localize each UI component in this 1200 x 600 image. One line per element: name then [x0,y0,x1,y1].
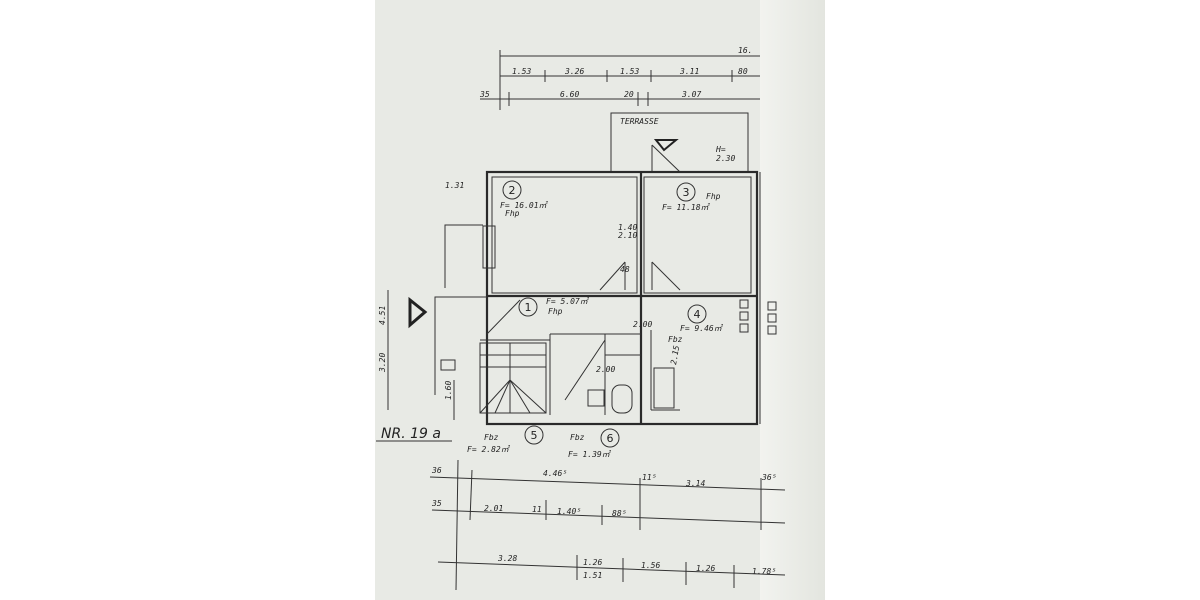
room-3: 3 Fhp F= 11.18㎡ [662,182,721,212]
svg-text:3: 3 [683,186,690,199]
top-dim: 3.07 [681,90,701,99]
bottom-dim: 36 [431,466,442,475]
door-note: 2.00 [596,365,615,374]
svg-text:6: 6 [607,432,614,445]
svg-text:F= 9.46㎡: F= 9.46㎡ [680,324,724,333]
building-label: NR. 19 a [381,426,441,442]
room-2: 2 F= 16.01㎡ Fhp [500,180,549,218]
side-dim: 3.20 [378,353,387,373]
north-arrow-icon [408,296,428,329]
door-note: 1.40 [618,223,637,232]
top-dim: 20 [624,90,634,99]
svg-text:Fhp: Fhp [548,307,563,316]
plan-paper [375,0,825,600]
bottom-dim: 1.26 [696,564,715,573]
top-dim: 3.11 [679,67,699,76]
svg-text:F= 1.39㎡: F= 1.39㎡ [568,450,612,459]
top-dim: 1.53 [512,67,531,76]
room-6: 6 Fbz F= 1.39㎡ [568,428,620,459]
paper-edge [760,0,825,600]
side-dim: 4.51 [378,306,387,325]
svg-text:Fhp: Fhp [505,209,520,218]
bottom-dim: 1.26 [583,558,602,567]
door-note: 2.15 [669,345,681,366]
svg-text:2: 2 [509,184,516,197]
door-note: 48 [620,265,630,274]
svg-text:F= 16.01㎡: F= 16.01㎡ [500,201,549,210]
top-dim: 1.53 [620,67,639,76]
bottom-dim: 11⁵ [642,473,657,482]
bottom-dim: 1.51 [583,571,602,580]
bottom-dim: 35 [431,499,442,508]
svg-text:F= 5.07㎡: F= 5.07㎡ [546,297,590,306]
top-total-dim: 16. [738,46,752,55]
entrance-step [440,359,456,371]
bottom-dim: 1.78⁵ [752,567,776,576]
room-1: 1 F= 5.07㎡ Fhp [518,297,590,317]
terrace-height-value: 2.30 [716,154,735,163]
svg-text:F= 11.18㎡: F= 11.18㎡ [662,203,711,212]
top-dimension-lines [480,50,760,110]
svg-text:Fbz: Fbz [668,335,683,344]
bottom-dim: 11 [532,505,542,514]
terrace-label: TERRASSE [620,117,659,126]
top-dim: 3.26 [564,67,584,76]
bottom-dim: 36⁵ [761,473,777,482]
bottom-dim: 3.14 [685,479,705,488]
walls [434,170,777,426]
bottom-dim: 88⁵ [612,509,627,518]
door-note: 2.10 [618,231,637,240]
top-dim: 6.60 [560,90,579,99]
svg-text:5: 5 [531,429,538,442]
side-dim: 1.31 [445,181,464,190]
svg-text:Fhp: Fhp [706,192,721,201]
bottom-dimension-lines [429,459,786,591]
terrace-height-label: H= [715,145,726,154]
bottom-dim: 3.28 [497,554,517,563]
svg-text:Fbz: Fbz [570,433,585,442]
door-note: 2.00 [633,320,652,329]
bottom-dim: 4.46⁵ [543,469,567,478]
top-dim: 80 [738,67,748,76]
svg-text:4: 4 [694,308,701,321]
svg-text:Fbz: Fbz [484,433,499,442]
bottom-dim: 1.40⁵ [557,507,581,516]
staircase [479,342,547,414]
terrace [610,112,749,173]
svg-text:1: 1 [525,301,532,314]
bottom-dim: 1.56 [641,561,660,570]
room-4: 4 F= 9.46㎡ Fbz [668,304,724,344]
room-5: 5 Fbz F= 2.82㎡ [467,425,544,454]
bottom-dim: 2.01 [484,504,503,513]
side-dim: 1.60 [444,381,453,400]
svg-text:F= 2.82㎡: F= 2.82㎡ [467,445,511,454]
top-dim: 35 [479,90,490,99]
